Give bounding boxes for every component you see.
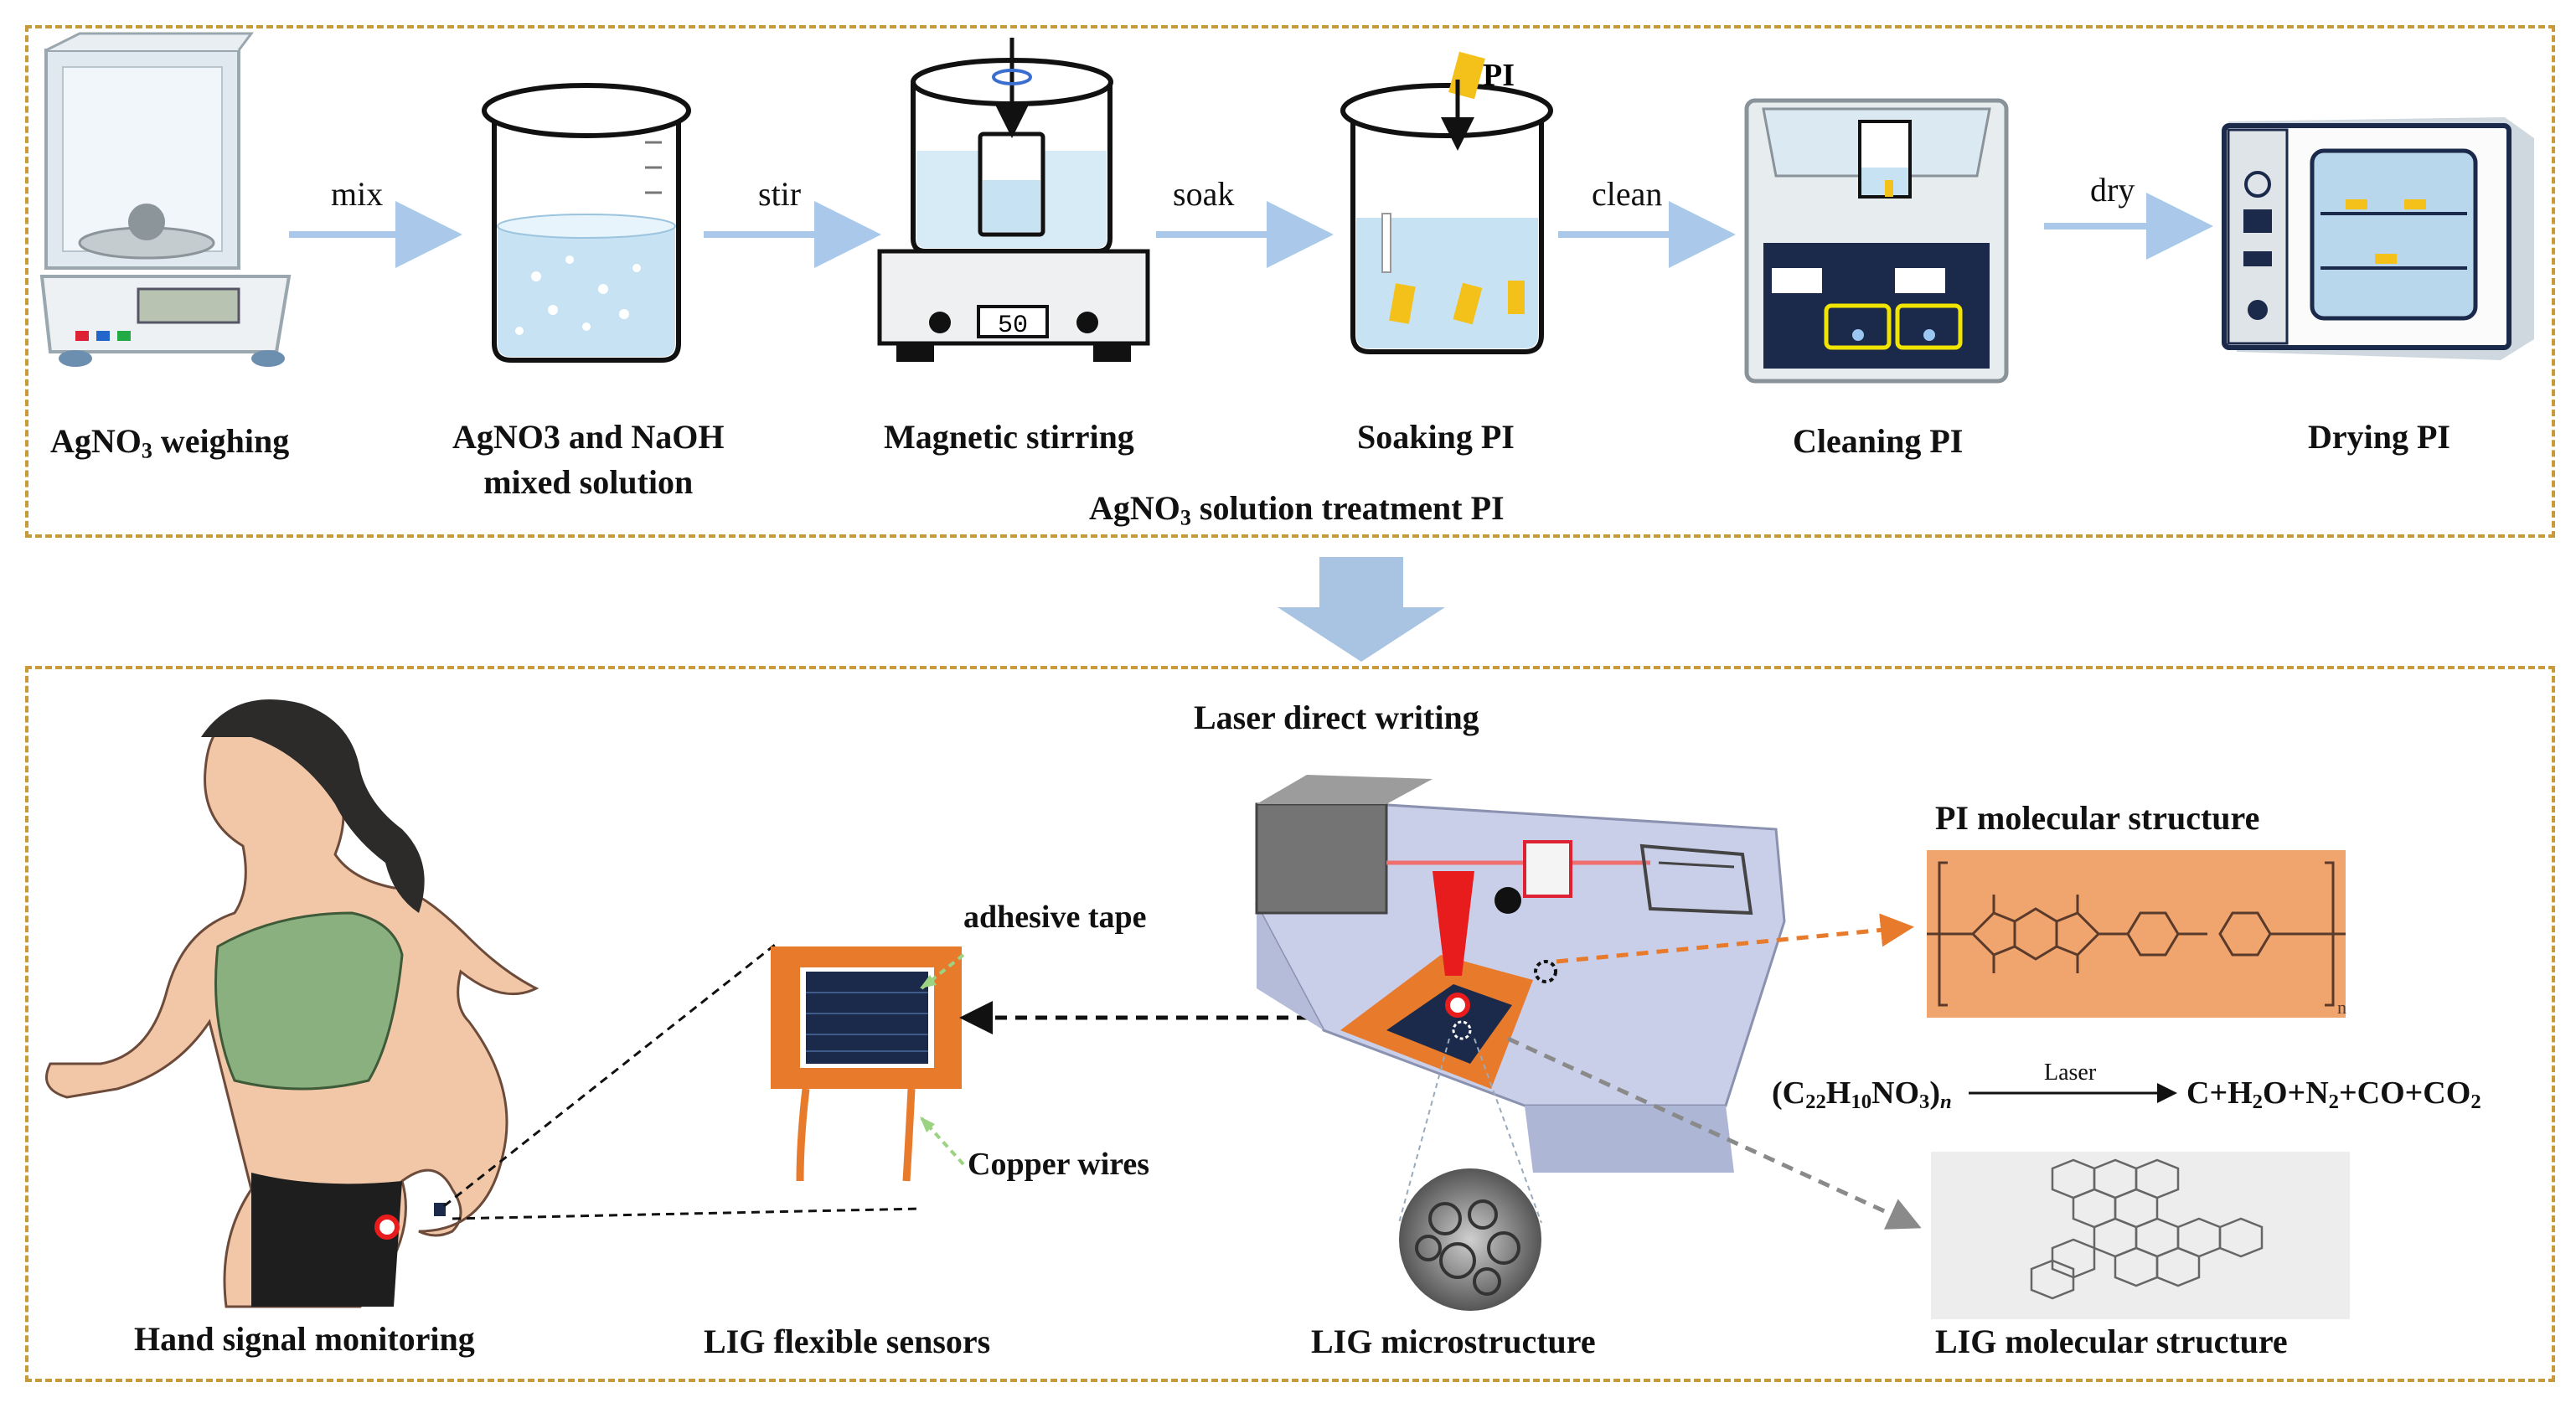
- sensor-zoom-lines: [443, 943, 922, 1220]
- magnetic-stirrer-icon: 50: [877, 38, 1150, 362]
- reaction-product: C+H2O+N2+CO+CO2: [2186, 1075, 2481, 1114]
- adhesive-tape-label: adhesive tape: [963, 900, 1147, 935]
- lig-microstructure-image: [1398, 1038, 1542, 1311]
- reaction-arrow-label: Laser: [2044, 1060, 2097, 1086]
- action-mix: mix: [331, 175, 384, 213]
- pi-tag: PI: [1483, 58, 1515, 93]
- laser-machine-icon: [1255, 775, 1786, 1173]
- down-arrow-icon: [1278, 557, 1445, 662]
- reaction-reactant: (C22H10NO3)n: [1772, 1075, 1952, 1114]
- stirrer-display: 50: [998, 312, 1028, 340]
- step-label-soaking: Soaking PI: [1357, 418, 1515, 456]
- action-soak: soak: [1173, 175, 1235, 213]
- balance-icon: [39, 32, 292, 367]
- lig-sensor-icon: [771, 946, 962, 1182]
- top-panel-caption: AgNO3 solution treatment PI: [1089, 489, 1505, 530]
- pi-structure-arrow: [1556, 913, 1914, 964]
- pi-repeat-n: n: [2337, 997, 2346, 1018]
- lig-molecular-structure: [1931, 1152, 2350, 1319]
- step-label-cleaning: Cleaning PI: [1793, 422, 1964, 460]
- drying-oven-icon: [2222, 117, 2534, 360]
- flow-arrows: [289, 193, 2213, 268]
- lig-microstructure-label: LIG microstructure: [1311, 1323, 1596, 1360]
- step-label-drying: Drying PI: [2308, 418, 2450, 456]
- action-clean: clean: [1592, 175, 1663, 213]
- ultrasonic-cleaner-icon: [1744, 98, 2009, 384]
- step-label-weighing: AgNO3 weighing: [50, 422, 290, 463]
- pi-molecular-structure: n: [1927, 850, 2346, 1018]
- lig-structure-label: LIG molecular structure: [1935, 1323, 2288, 1360]
- lig-sensors-label: LIG flexible sensors: [704, 1323, 991, 1360]
- pi-structure-label: PI molecular structure: [1935, 799, 2260, 837]
- runner-figure: [45, 699, 539, 1308]
- action-stir: stir: [758, 175, 802, 213]
- beaker-mixed-solution-icon: [482, 83, 691, 363]
- copper-wires-label: Copper wires: [968, 1147, 1150, 1182]
- bottom-panel: [25, 666, 2555, 1382]
- lig-structure-arrow: [1506, 1036, 1922, 1230]
- step-label-magnetic-stirring: Magnetic stirring: [884, 418, 1134, 456]
- soaking-beaker-icon: PI: [1340, 51, 1553, 354]
- hand-signal-label: Hand signal monitoring: [134, 1320, 475, 1358]
- action-dry: dry: [2090, 171, 2135, 209]
- bottom-panel-title: Laser direct writing: [1194, 699, 1479, 736]
- top-panel: [25, 25, 2555, 538]
